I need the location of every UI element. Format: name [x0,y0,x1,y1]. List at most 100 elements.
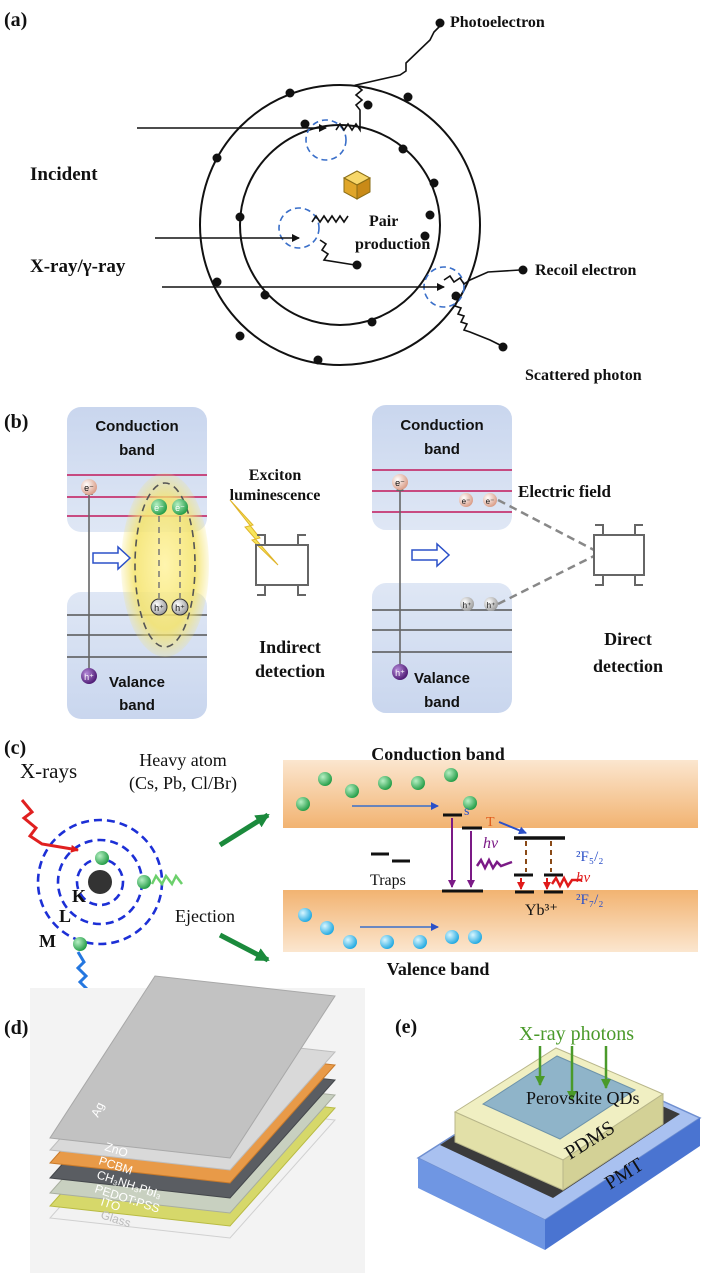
layer-label-ito: ITO [99,1195,122,1214]
right-valance-2: band [424,694,460,711]
photoelectron-dot [435,18,445,28]
xray-photons-label: X-ray photons [519,1023,634,1045]
recoil-track [443,269,521,286]
panel-a-label: (a) [4,9,27,31]
drift-electron-2 [483,493,497,507]
ejection-label: Ejection [175,906,235,926]
indirect-detector-chip [255,534,309,596]
svg-text:h⁺: h⁺ [175,603,185,613]
panel-d: (d) Ag ZnO PCBM CH₃NH₃PbI₃ PEDOT:PSS ITO… [4,975,365,1273]
perovskite-layer [481,1055,637,1140]
indirect-label-2: detection [255,661,325,681]
svg-text:e⁻: e⁻ [84,483,94,493]
layer-ag [49,975,336,1159]
right-electron [392,474,408,490]
svg-text:e⁻: e⁻ [175,503,185,513]
layer-label-ag: Ag [88,1100,107,1119]
left-valance-2: band [119,697,155,714]
valence-band-label: Valence band [387,959,490,979]
scattered-track [451,297,501,346]
purple-emission-wave [475,857,513,871]
drift-hole-2 [484,597,498,611]
svg-text:e⁻: e⁻ [486,497,495,506]
arrow-to-conduction [218,812,270,848]
panel-a: (a) Photoelectron [4,9,642,384]
left-electron [81,479,97,495]
device-stack: Ag ZnO PCBM CH₃NH₃PbI₃ PEDOT:PSS ITO Gla… [48,975,337,1239]
hv-purple: hν [483,835,499,852]
m-electron [73,937,87,951]
perovskite-label: Perovskite QDs [526,1088,640,1108]
right-conduction-2: band [424,441,460,458]
pdms-side [562,1093,664,1191]
right-valance-1: Valance [414,670,470,687]
svg-text:h⁺: h⁺ [84,672,94,682]
exciton-ellipse [134,482,196,648]
drift-hole-1 [460,597,474,611]
svg-text:h⁺: h⁺ [154,603,164,613]
panel-b-label: (b) [4,411,28,433]
heavy-atom-1: Heavy atom [139,750,226,770]
direct-detector-chip [593,524,645,586]
pmt-side [545,1118,700,1250]
right-energy-arrow [411,542,451,568]
drift-electron-1 [459,493,473,507]
scattered-label: Scattered photon [525,367,642,384]
exciton-hole-1 [150,598,168,616]
exciton-electron-1 [151,499,167,515]
outer-shell [199,84,481,366]
nucleus-cube [342,170,372,200]
exciton-electron-2 [172,499,188,515]
right-valance-band [372,583,512,713]
field-line-top [497,498,595,552]
conduction-band-label: Conduction band [371,744,505,764]
pair-label-1: Pair [369,213,398,230]
pair-photon-track [311,214,349,224]
ejected-electron [137,875,151,889]
conduction-electrons [296,768,477,811]
arrow-to-valence [218,932,270,963]
hv-red: hν [576,870,591,886]
svg-text:h⁺: h⁺ [487,601,496,610]
svg-text:e⁻: e⁻ [462,497,471,506]
pair-electron-track [319,239,356,266]
k-electron [95,851,109,865]
f72-label: ²F₇/₂ [576,892,603,908]
traps-label: Traps [370,872,406,889]
exciton-label-2: luminescence [230,487,321,504]
red-emission-wave [550,875,582,889]
exciton-hole-2 [171,598,189,616]
scattered-dot [498,342,508,352]
field-line-bottom [497,554,595,606]
right-conduction-band [372,405,512,530]
right-conduction-levels [372,469,512,513]
photoelectron-track [335,25,441,133]
left-conduction-2: band [119,442,155,459]
svg-text:h⁺: h⁺ [395,668,405,678]
right-conduction-1: Conduction [400,417,483,434]
xray-wave [20,799,79,853]
shell-l-label: L [59,906,71,926]
panel-c: (c) X-rays Heavy atom (Cs, Pb, Cl/Br) K … [4,737,698,1002]
svg-text:h⁺: h⁺ [463,601,472,610]
panel-e-label: (e) [395,1016,417,1038]
s-label: s [464,804,469,819]
direct-label-1: Direct [604,629,652,649]
yb-label: Yb³⁺ [525,902,558,919]
recoil-label: Recoil electron [535,262,637,279]
svg-text:e⁻: e⁻ [395,478,405,488]
nucleus [88,870,112,894]
indirect-label-1: Indirect [259,637,321,657]
direct-label-2: detection [593,656,663,676]
incident-label: Incident [30,164,98,185]
valence-holes [298,908,482,949]
electric-field-label: Electric field [518,482,612,501]
pmt-front [418,1158,545,1250]
ejection-wave [150,873,183,887]
t-label: T [486,815,495,830]
left-energy-arrow [92,545,132,571]
panel-b: (b) Conduction band Valance band e⁻ h⁺ e… [4,405,663,719]
panel-e: (e) X-ray photons Perovskite QDs PDMS PM… [395,1016,702,1250]
svg-text:e⁻: e⁻ [154,503,164,513]
panel-d-label: (d) [4,1017,28,1039]
